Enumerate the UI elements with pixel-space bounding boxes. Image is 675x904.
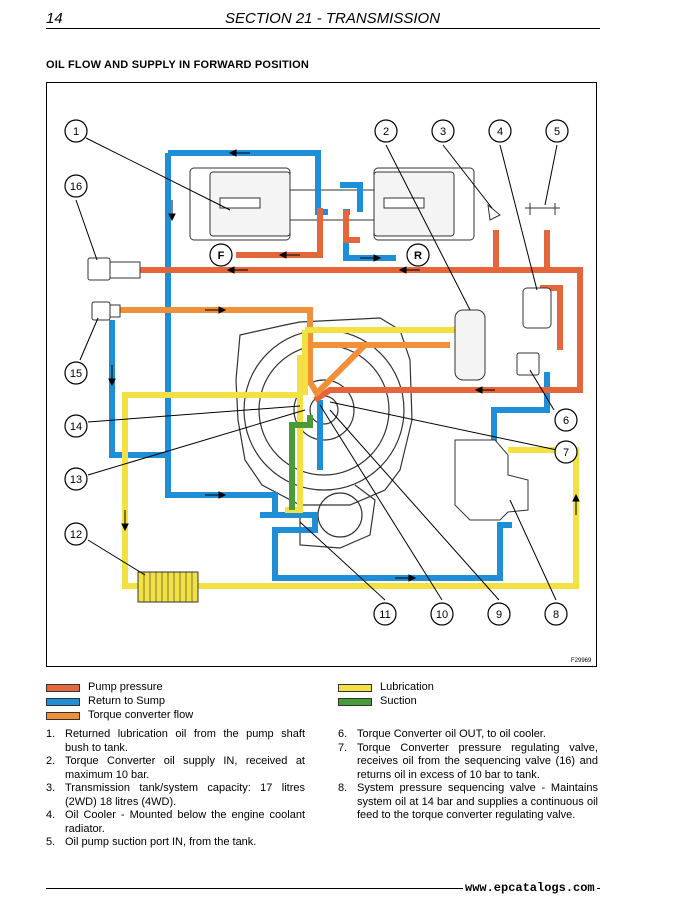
- svg-text:3: 3: [440, 126, 446, 138]
- legend-swatch-return-to-sump: [46, 698, 80, 706]
- sequencing-valve-8: [454, 439, 529, 521]
- svg-text:16: 16: [70, 181, 82, 193]
- notes-left: 1.Returned lubrication oil from the pump…: [46, 728, 305, 850]
- components: [87, 203, 560, 603]
- callout-markers: 1 2 3 4 5 6 7 8 9 10 11 12 13 14 15 16: [64, 119, 578, 626]
- legend-swatch-pump-pressure: [46, 684, 80, 692]
- svg-text:13: 13: [70, 474, 82, 486]
- legend-swatch-torque-converter-flow: [46, 712, 80, 720]
- note-4: 4.Oil Cooler - Mounted below the engine …: [46, 809, 305, 835]
- note-3: 3.Transmission tank/system capacity: 17 …: [46, 782, 305, 808]
- tc-oil-out-6: [516, 352, 540, 376]
- suction-port-5: [525, 203, 560, 215]
- reverse-label: R: [414, 250, 422, 262]
- callout-14: 14: [64, 414, 88, 438]
- legend-label-pump-pressure: Pump pressure: [88, 681, 163, 693]
- figure-reference-code: F29969: [571, 658, 592, 664]
- callout-7: 7: [554, 440, 578, 464]
- svg-text:1: 1: [73, 126, 79, 138]
- sequencing-valve-16: [87, 257, 111, 281]
- flow-arrows: [108, 149, 580, 582]
- callout-9: 9: [487, 602, 511, 626]
- callout-15: 15: [64, 361, 88, 385]
- footer-rule: [46, 888, 600, 889]
- legend-swatch-suction: [338, 698, 372, 706]
- callout-6: 6: [554, 408, 578, 432]
- legend-label-suction: Suction: [380, 695, 417, 707]
- forward-badge: [209, 243, 233, 267]
- svg-text:4: 4: [497, 126, 503, 138]
- note-8: 8.System pressure sequencing valve - Mai…: [338, 782, 598, 821]
- svg-text:15: 15: [70, 368, 82, 380]
- leader-lines: [75, 137, 558, 601]
- footer-url[interactable]: www.epcatalogs.com: [463, 881, 597, 895]
- callout-13: 13: [64, 467, 88, 491]
- note-2: 2.Torque Converter oil supply IN, receiv…: [46, 755, 305, 781]
- section-title: SECTION 21 - TRANSMISSION: [225, 10, 441, 27]
- callout-4: 4: [488, 119, 512, 143]
- svg-text:5: 5: [554, 126, 560, 138]
- callout-3: 3: [431, 119, 455, 143]
- svg-text:6: 6: [563, 415, 569, 427]
- legend-label-lubrication: Lubrication: [380, 681, 434, 693]
- shuttle-clutch-pack: [189, 167, 475, 241]
- callout-11: 11: [373, 602, 397, 626]
- callout-5: 5: [545, 119, 569, 143]
- note-5: 5.Oil pump suction port IN, from the tan…: [46, 836, 257, 848]
- forward-label: F: [218, 250, 225, 262]
- return-to-sump-lines: [109, 150, 550, 581]
- note-7: 7.Torque Converter pressure regulating v…: [338, 741, 598, 781]
- header-rule: [46, 28, 600, 29]
- callout-2: 2: [374, 119, 398, 143]
- callout-8: 8: [544, 602, 568, 626]
- diagram-frame: [46, 82, 597, 667]
- page-number: 14: [46, 10, 63, 27]
- svg-text:12: 12: [70, 529, 82, 541]
- callout-16: 16: [64, 174, 88, 198]
- legend-swatch-lubrication: [338, 684, 372, 692]
- svg-text:11: 11: [379, 609, 390, 621]
- tc-regulating-valve-2: [454, 309, 486, 381]
- legend-label-torque-converter-flow: Torque converter flow: [88, 709, 194, 721]
- suction-lines: [289, 415, 313, 510]
- legend-label-return-to-sump: Return to Sump: [88, 695, 166, 707]
- figure-title: OIL FLOW AND SUPPLY IN FORWARD POSITION: [46, 59, 310, 71]
- direction-labels: F R: [209, 243, 430, 267]
- callout-12: 12: [64, 522, 88, 546]
- svg-text:7: 7: [563, 447, 569, 459]
- svg-text:10: 10: [436, 609, 448, 621]
- notes-right: 6.Torque Converter oil OUT, to oil coole…: [338, 728, 598, 823]
- callout-10: 10: [430, 602, 454, 626]
- oil-cooler-4: [522, 287, 552, 329]
- svg-text:9: 9: [496, 609, 502, 621]
- note-6: 6.Torque Converter oil OUT, to oil coole…: [338, 728, 546, 740]
- solenoid-15: [91, 301, 111, 321]
- callout-1: 1: [64, 119, 88, 143]
- reverse-badge: [406, 243, 430, 267]
- note-1: 1.Returned lubrication oil from the pump…: [46, 728, 305, 754]
- tank-3: [487, 203, 501, 221]
- svg-text:2: 2: [383, 126, 389, 138]
- svg-text:14: 14: [70, 421, 82, 433]
- lubrication-lines: [122, 327, 579, 589]
- svg-text:8: 8: [553, 609, 559, 621]
